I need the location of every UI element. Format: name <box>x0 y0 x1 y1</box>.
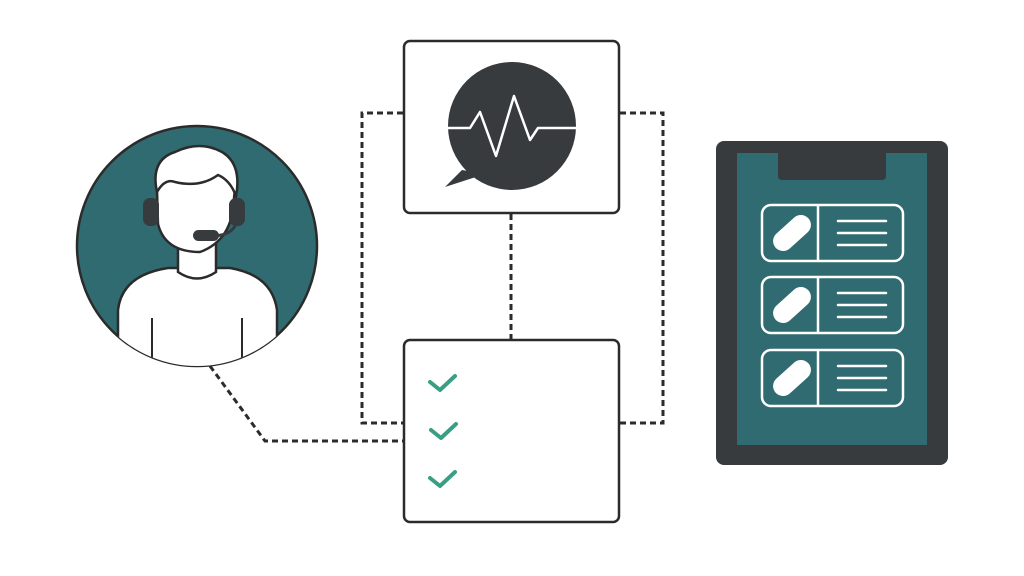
clipboard-paper <box>737 153 927 445</box>
checklist-card-frame <box>402 338 621 524</box>
pill-icon <box>773 359 811 397</box>
pill-icon <box>773 214 811 252</box>
check-icon <box>429 422 458 440</box>
pill-row <box>760 203 905 263</box>
clipboard-clip <box>778 141 886 180</box>
pill-row <box>760 275 905 335</box>
pill-row <box>760 348 905 408</box>
heartbeat-chat-icon <box>445 62 576 190</box>
connector-agent-to-checklist <box>208 365 403 443</box>
check-icon <box>428 374 457 392</box>
medication-clipboard-icon <box>716 141 948 465</box>
check-icon <box>428 470 457 488</box>
connector-right-loop <box>620 111 665 425</box>
monitor-card <box>402 39 621 215</box>
connector-left-loop <box>360 111 403 425</box>
checklist-card <box>402 338 621 524</box>
connectors <box>208 111 665 443</box>
agent-avatar <box>75 124 319 368</box>
pill-icon <box>773 286 811 324</box>
